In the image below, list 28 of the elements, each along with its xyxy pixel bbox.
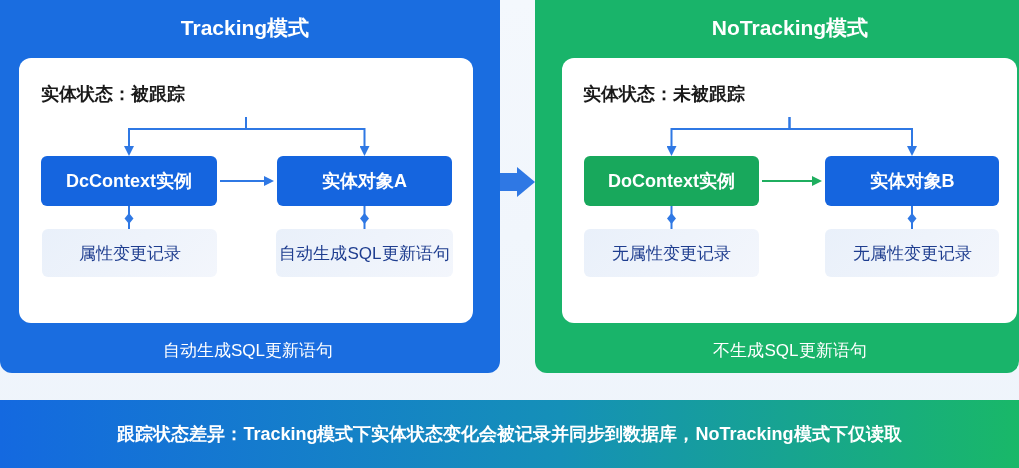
note-box: 自动生成SQL更新语句 bbox=[276, 229, 453, 277]
process-box: DoContext实例 bbox=[584, 156, 759, 206]
content-card bbox=[562, 58, 1017, 323]
process-box: DcContext实例 bbox=[41, 156, 217, 206]
panel-caption: 自动生成SQL更新语句 bbox=[163, 339, 333, 362]
arrow bbox=[219, 176, 274, 186]
arrow bbox=[788, 116, 917, 156]
panel-title: Tracking模式 bbox=[180, 15, 310, 41]
note-box: 属性变更记录 bbox=[42, 229, 217, 277]
content-card bbox=[19, 58, 473, 323]
arrow bbox=[761, 176, 822, 186]
note-box: 无属性变更记录 bbox=[584, 229, 759, 277]
card-heading: 实体状态：未被跟踪 bbox=[583, 83, 745, 106]
mode-panel bbox=[0, 0, 500, 373]
diamond-connector bbox=[124, 205, 134, 230]
note-box: 无属性变更记录 bbox=[825, 229, 999, 277]
summary-banner: 跟踪状态差异：Tracking模式下实体状态变化会被记录并同步到数据库，NoTracking模式下仅读取 bbox=[0, 400, 1019, 468]
process-box: 实体对象A bbox=[277, 156, 452, 206]
panel-title: NoTracking模式 bbox=[711, 15, 869, 41]
mode-panel bbox=[535, 0, 1019, 373]
diamond-connector bbox=[667, 205, 676, 230]
diamond-connector bbox=[360, 205, 369, 230]
diamond-connector bbox=[907, 205, 917, 230]
process-box: 实体对象B bbox=[825, 156, 999, 206]
block-arrow bbox=[500, 167, 535, 197]
arrow bbox=[245, 116, 370, 156]
panel-caption: 不生成SQL更新语句 bbox=[713, 339, 867, 362]
card-heading: 实体状态：被跟踪 bbox=[41, 83, 185, 106]
